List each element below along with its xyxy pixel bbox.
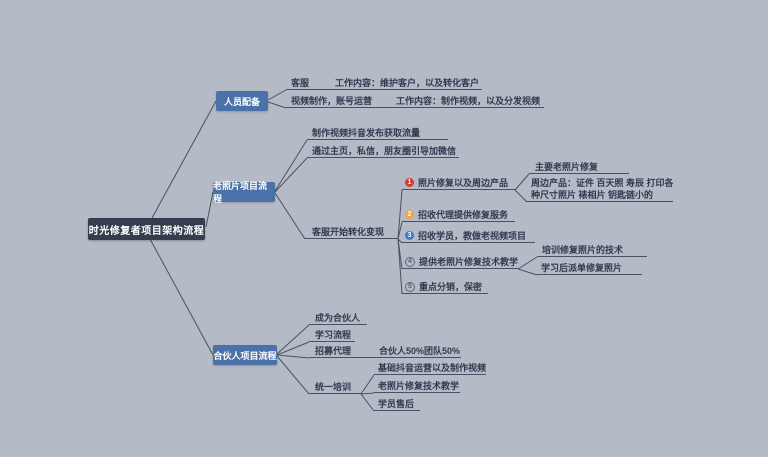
number-4-badge-icon: 4 — [405, 257, 415, 267]
node-item-distribution[interactable]: 5 重点分销，保密 — [402, 282, 488, 294]
recruit-label: 招募代理 — [315, 346, 352, 356]
node-main-photo-repair[interactable]: 主要老照片修复 — [529, 162, 629, 174]
node-item-recruit-agents[interactable]: 2 招收代理提供修复服务 — [402, 210, 515, 222]
node-training-repair-tech[interactable]: 培训修复照片的技术 — [537, 245, 647, 257]
node-unified-training[interactable]: 统一培训 — [309, 382, 361, 394]
node-role-label: 客服 — [291, 78, 310, 88]
branch-node-old-photo[interactable]: 老照片项目流程 — [213, 181, 275, 204]
item-label: 招收学员，教做老视频项目 — [418, 231, 527, 241]
node-student-aftersales[interactable]: 学员售后 — [374, 399, 420, 411]
node-step-traffic[interactable]: 制作视频抖音发布获取流量 — [307, 128, 448, 140]
item-label: 重点分销，保密 — [419, 282, 483, 292]
node-training-douyin-basics[interactable]: 基础抖音运营以及制作视频 — [374, 363, 486, 375]
node-learning-process[interactable]: 学习流程 — [309, 330, 355, 342]
node-step-wechat[interactable]: 通过主页，私信，朋友圈引导加微信 — [307, 146, 459, 158]
node-personnel-row-video[interactable]: 视频制作，账号运营 工作内容：制作视频，以及分发视频 — [286, 96, 544, 108]
item-label: 招收代理提供修复服务 — [418, 210, 509, 220]
node-item-teaching[interactable]: 4 提供老照片修复技术教学 — [402, 257, 518, 269]
node-duty-label[interactable]: 工作内容：维护客户，以及转化客户 — [335, 78, 480, 88]
item-label: 提供老照片修复技术教学 — [419, 257, 519, 267]
node-item-recruit-students[interactable]: 3 招收学员，教做老视频项目 — [402, 231, 535, 243]
node-item-photo-repair[interactable]: 1 照片修复以及周边产品 — [402, 178, 515, 190]
node-duty-label[interactable]: 工作内容：制作视频，以及分发视频 — [396, 96, 541, 106]
node-become-partner[interactable]: 成为合伙人 — [309, 313, 367, 325]
number-5-badge-icon: 5 — [405, 282, 415, 292]
node-training-photo-repair[interactable]: 老照片修复技术教学 — [374, 381, 460, 393]
node-peripheral-products[interactable]: 周边产品：证件 百天照 寿辰 打印各 种尺寸照片 裱相片 钥匙链小的 — [527, 177, 674, 202]
number-3-badge-icon: 3 — [405, 231, 414, 240]
item-label: 照片修复以及周边产品 — [418, 178, 509, 188]
number-1-badge-icon: 1 — [405, 178, 414, 187]
recruit-split-label[interactable]: 合伙人50%团队50% — [379, 346, 461, 356]
node-recruit-agents-row[interactable]: 招募代理 合伙人50%团队50% — [309, 346, 461, 358]
node-dispatch-orders[interactable]: 学习后派单修复照片 — [537, 263, 642, 275]
peripheral-line-2: 种尺寸照片 裱相片 钥匙链小的 — [531, 190, 654, 200]
number-2-badge-icon: 2 — [405, 210, 414, 219]
peripheral-line-1: 周边产品：证件 百天照 寿辰 打印各 — [531, 178, 674, 188]
branch-node-personnel[interactable]: 人员配备 — [216, 91, 268, 111]
node-monetize[interactable]: 客服开始转化变现 — [305, 227, 398, 239]
node-role-label: 视频制作，账号运营 — [291, 96, 373, 106]
branch-node-partner[interactable]: 合伙人项目流程 — [213, 345, 277, 365]
node-personnel-row-customer-service[interactable]: 客服 工作内容：维护客户，以及转化客户 — [286, 78, 482, 90]
root-node[interactable]: 时光修复者项目架构流程 — [88, 218, 205, 240]
